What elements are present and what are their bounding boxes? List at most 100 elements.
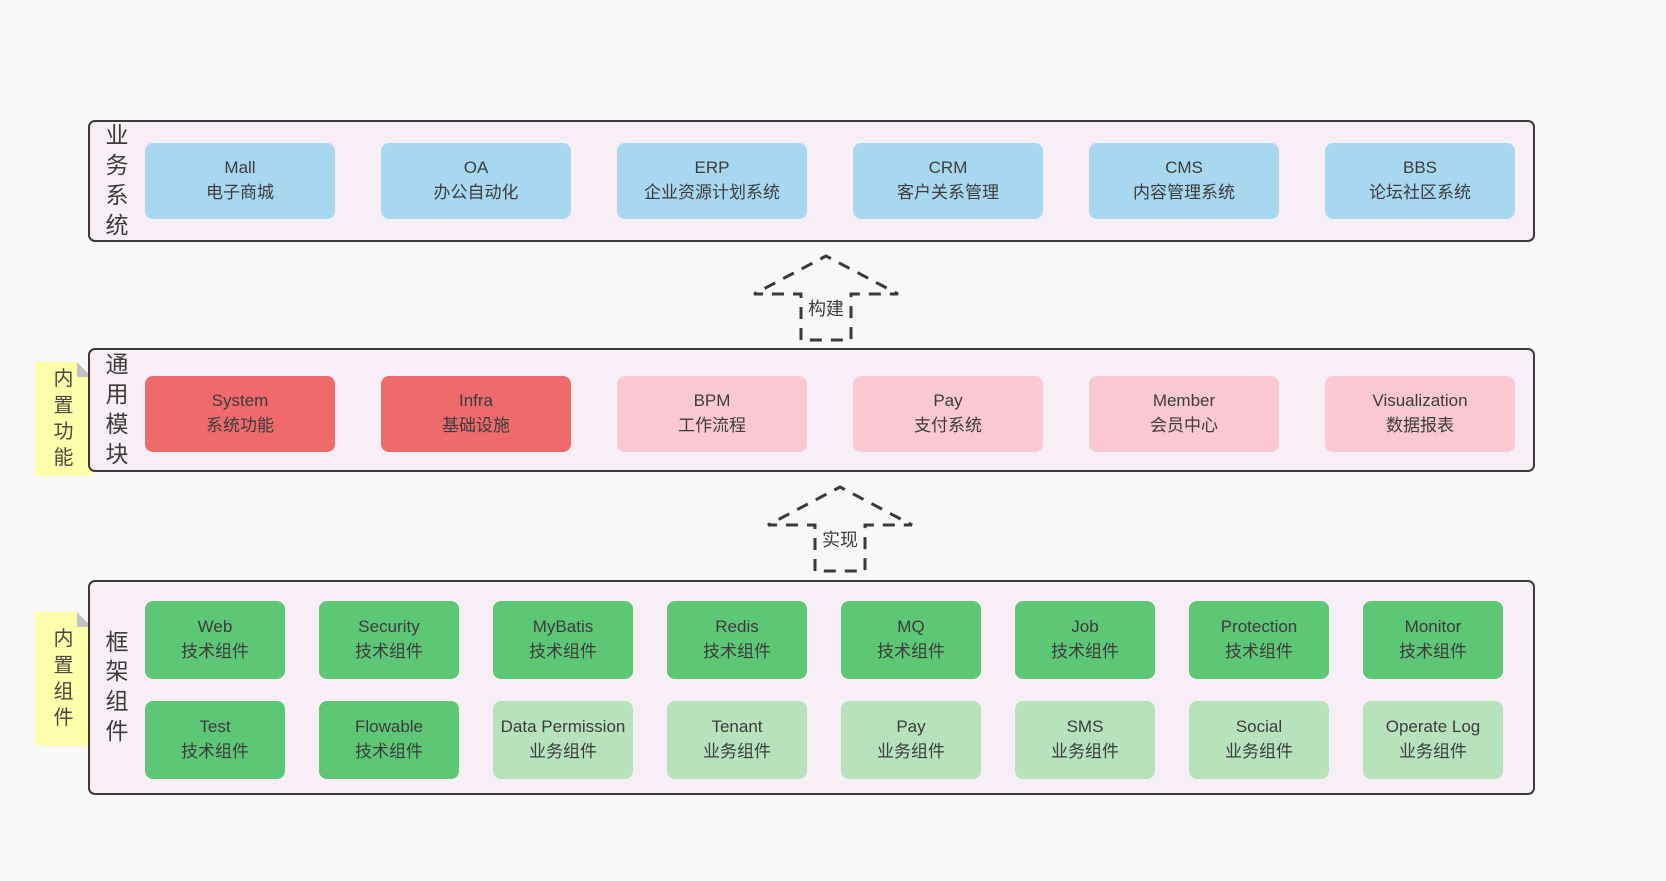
box-flowable: Flowable 技术组件 [319, 701, 459, 779]
box-system: System 系统功能 [145, 376, 335, 452]
box-web-name: Web [197, 617, 233, 637]
box-crm: CRM 客户关系管理 [853, 143, 1043, 219]
arrow-up-dashed-icon [753, 254, 899, 342]
arrow-implement-label: 实现 [822, 530, 858, 550]
common-modules-row: System 系统功能 Infra 基础设施 BPM 工作流程 Pay 支付系统… [145, 376, 1515, 452]
band-label-common-modules: 通用模块 [105, 351, 129, 467]
box-sms-desc: 业务组件 [1051, 742, 1119, 761]
box-member: Member 会员中心 [1089, 376, 1279, 452]
framework-components-row-2: Test 技术组件 Flowable 技术组件 Data Permission … [145, 701, 1503, 779]
sticky-built-in-features-label: 内置功能 [53, 368, 74, 470]
band-framework-components: 框架组件 Web 技术组件 Security 技术组件 MyBatis 技术组件… [88, 580, 1535, 795]
box-erp: ERP 企业资源计划系统 [617, 143, 807, 219]
box-operate-log: Operate Log 业务组件 [1363, 701, 1503, 779]
box-web: Web 技术组件 [145, 601, 285, 679]
box-bbs-name: BBS [1402, 158, 1438, 178]
box-operate-log-name: Operate Log [1385, 717, 1481, 737]
box-member-name: Member [1152, 391, 1216, 411]
box-crm-name: CRM [928, 158, 968, 178]
box-tenant: Tenant 业务组件 [667, 701, 807, 779]
box-social: Social 业务组件 [1189, 701, 1329, 779]
box-tenant-desc: 业务组件 [703, 742, 771, 761]
box-infra-name: Infra [458, 391, 494, 411]
box-pay-name: Pay [933, 391, 963, 411]
box-crm-desc: 客户关系管理 [897, 183, 999, 202]
sticky-built-in-components-label: 内置组件 [53, 628, 74, 730]
box-web-desc: 技术组件 [181, 642, 249, 661]
box-protection: Protection 技术组件 [1189, 601, 1329, 679]
box-tenant-name: Tenant [711, 717, 763, 737]
box-mall-desc: 电子商城 [206, 183, 274, 202]
sticky-built-in-features: 内置功能 [35, 362, 92, 476]
box-pay-component-name: Pay [896, 717, 926, 737]
box-protection-desc: 技术组件 [1225, 642, 1293, 661]
box-pay: Pay 支付系统 [853, 376, 1043, 452]
box-erp-desc: 企业资源计划系统 [644, 183, 780, 202]
box-social-desc: 业务组件 [1225, 742, 1293, 761]
box-monitor-desc: 技术组件 [1399, 642, 1467, 661]
box-security-desc: 技术组件 [355, 642, 423, 661]
box-test-name: Test [199, 717, 231, 737]
box-cms-desc: 内容管理系统 [1133, 183, 1235, 202]
box-job-name: Job [1071, 617, 1099, 637]
box-data-permission: Data Permission 业务组件 [493, 701, 633, 779]
box-bpm-desc: 工作流程 [678, 416, 746, 435]
box-bpm-name: BPM [693, 391, 731, 411]
box-job-desc: 技术组件 [1051, 642, 1119, 661]
box-test: Test 技术组件 [145, 701, 285, 779]
box-system-name: System [211, 391, 269, 411]
band-common-modules: 通用模块 System 系统功能 Infra 基础设施 BPM 工作流程 Pay… [88, 348, 1535, 472]
box-sms-name: SMS [1066, 717, 1104, 737]
box-monitor: Monitor 技术组件 [1363, 601, 1503, 679]
box-security: Security 技术组件 [319, 601, 459, 679]
box-data-permission-desc: 业务组件 [529, 742, 597, 761]
box-mybatis: MyBatis 技术组件 [493, 601, 633, 679]
box-visualization: Visualization 数据报表 [1325, 376, 1515, 452]
box-flowable-desc: 技术组件 [355, 742, 423, 761]
box-mybatis-name: MyBatis [532, 617, 594, 637]
box-cms-name: CMS [1165, 158, 1203, 178]
box-security-name: Security [358, 617, 420, 637]
box-sms: SMS 业务组件 [1015, 701, 1155, 779]
box-infra-desc: 基础设施 [442, 416, 510, 435]
band-business-systems: 业务系统 Mall 电子商城 OA 办公自动化 ERP 企业资源计划系统 CRM… [88, 120, 1535, 242]
box-social-name: Social [1235, 717, 1283, 737]
business-systems-row: Mall 电子商城 OA 办公自动化 ERP 企业资源计划系统 CRM 客户关系… [145, 143, 1515, 219]
sticky-built-in-components: 内置组件 [35, 612, 92, 746]
box-data-permission-name: Data Permission [500, 717, 626, 737]
box-oa-name: OA [463, 158, 489, 178]
arrow-build: 构建 [746, 252, 906, 344]
box-mall: Mall 电子商城 [145, 143, 335, 219]
box-pay-desc: 支付系统 [914, 416, 982, 435]
box-visualization-desc: 数据报表 [1386, 416, 1454, 435]
box-mq: MQ 技术组件 [841, 601, 981, 679]
box-oa: OA 办公自动化 [381, 143, 571, 219]
box-protection-name: Protection [1220, 617, 1298, 637]
box-mq-desc: 技术组件 [877, 642, 945, 661]
box-bbs: BBS 论坛社区系统 [1325, 143, 1515, 219]
box-redis-name: Redis [715, 617, 759, 637]
box-job: Job 技术组件 [1015, 601, 1155, 679]
box-system-desc: 系统功能 [206, 416, 274, 435]
framework-components-row-1: Web 技术组件 Security 技术组件 MyBatis 技术组件 Redi… [145, 601, 1503, 679]
band-label-business-systems: 业务系统 [105, 122, 129, 238]
box-mall-name: Mall [224, 158, 256, 178]
box-mybatis-desc: 技术组件 [529, 642, 597, 661]
box-mq-name: MQ [897, 617, 925, 637]
box-infra: Infra 基础设施 [381, 376, 571, 452]
arrow-implement: 实现 [760, 483, 920, 575]
box-monitor-name: Monitor [1404, 617, 1462, 637]
band-label-framework-components: 框架组件 [105, 628, 129, 745]
box-pay-component: Pay 业务组件 [841, 701, 981, 779]
box-member-desc: 会员中心 [1150, 416, 1218, 435]
box-cms: CMS 内容管理系统 [1089, 143, 1279, 219]
box-operate-log-desc: 业务组件 [1399, 742, 1467, 761]
box-erp-name: ERP [694, 158, 730, 178]
box-bbs-desc: 论坛社区系统 [1369, 183, 1471, 202]
arrow-build-label: 构建 [808, 299, 844, 319]
box-test-desc: 技术组件 [181, 742, 249, 761]
box-visualization-name: Visualization [1372, 391, 1468, 411]
box-redis-desc: 技术组件 [703, 642, 771, 661]
box-pay-component-desc: 业务组件 [877, 742, 945, 761]
